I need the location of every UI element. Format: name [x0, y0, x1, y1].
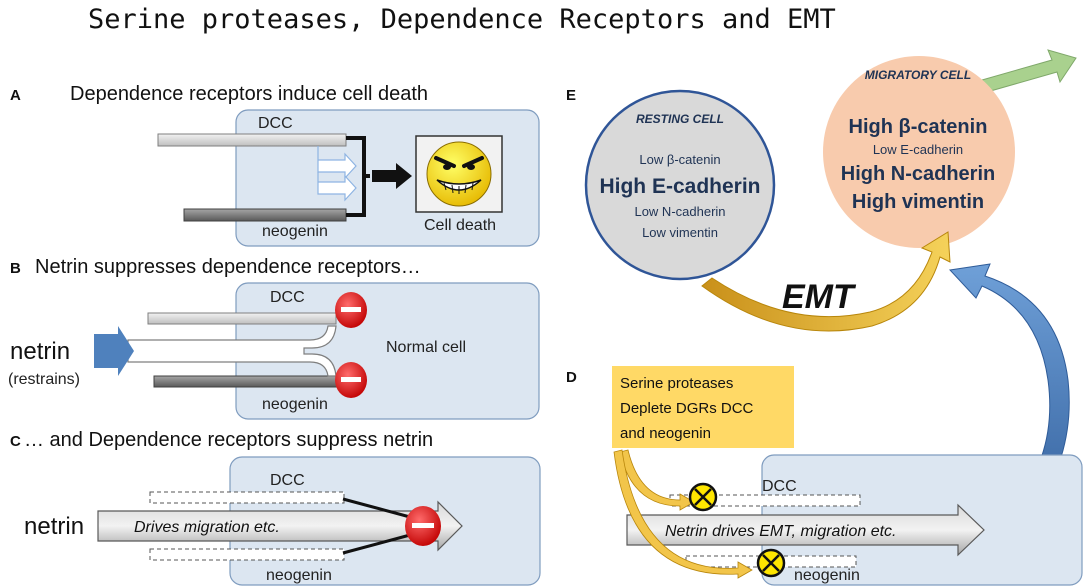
- protease-arrow-dcc: [619, 449, 695, 511]
- panel-d-dcc-label: DCC: [762, 478, 797, 495]
- panel-c-heading: … and Dependence receptors suppress netr…: [24, 429, 433, 451]
- migratory-cell-title: MIGRATORY CELL: [865, 68, 971, 82]
- panel-a-dcc-receptor: [157, 133, 347, 147]
- panel-d-dcc-receptor: [669, 494, 861, 507]
- panel-a-neogenin-receptor: [183, 208, 347, 222]
- panel-c-neogenin-inhibition-line: [342, 533, 411, 555]
- panel-a-heading: Dependence receptors induce cell death: [70, 83, 428, 105]
- panel-c-neogenin-label: neogenin: [266, 567, 332, 584]
- panel-b-neogenin-receptor: [153, 375, 339, 388]
- panel-c-netrin-label: netrin: [24, 513, 84, 540]
- panel-d-arrow-label: Netrin drives EMT, migration etc.: [665, 523, 896, 540]
- panel-c-migration-arrow: [97, 500, 463, 552]
- panel-b-restrains-label: (restrains): [8, 371, 80, 388]
- panel-d-neogenin-label: neogenin: [794, 567, 860, 584]
- panel-d-letter: D: [566, 369, 577, 386]
- panel-c-letter: C: [10, 433, 21, 450]
- panel-d-migration-arrow: [626, 503, 985, 557]
- panel-a: A Dependence receptors induce cell death…: [10, 83, 540, 247]
- panel-c: C … and Dependence receptors suppress ne…: [10, 429, 541, 586]
- panel-e: E MIGRATORY CELL High β-catenin Low E-ca…: [566, 49, 1077, 332]
- panel-b-dcc-receptor: [147, 312, 337, 325]
- dcc-blocked-icon: [688, 482, 718, 512]
- figure-title: Serine proteases, Dependence Receptors a…: [88, 4, 836, 35]
- panel-b-netrin-fork: [127, 325, 337, 377]
- panel-e-letter: E: [566, 87, 576, 104]
- panel-b-netrin-arrow: [94, 326, 134, 376]
- protease-box: [612, 366, 794, 448]
- emt-arrow: [701, 231, 951, 332]
- panel-a-outcome-label: Cell death: [424, 217, 496, 234]
- migratory-line-3: High N-cadherin: [841, 163, 995, 185]
- resting-cell: [584, 89, 776, 281]
- panel-c-neogenin-receptor: [149, 548, 345, 561]
- resting-line-2: High E-cadherin: [599, 175, 760, 198]
- angry-grin-face-icon: [415, 135, 503, 213]
- panel-b-cell-label: Normal cell: [386, 339, 466, 356]
- panel-b-neogenin-inhibitor: [335, 362, 367, 398]
- panel-c-dcc-label: DCC: [270, 472, 305, 489]
- panel-a-letter: A: [10, 87, 21, 104]
- migratory-line-4: High vimentin: [852, 191, 984, 213]
- panel-b-dcc-inhibitor: [335, 292, 367, 328]
- protease-arrow-neogenin: [613, 449, 753, 579]
- panel-b-neogenin-label: neogenin: [262, 396, 328, 413]
- resting-line-1: Low β-catenin: [639, 152, 720, 167]
- panel-c-dcc-receptor: [149, 491, 345, 504]
- neogenin-blocked-icon: [756, 548, 786, 578]
- panel-a-signal-arrow-lower: [317, 172, 357, 202]
- panel-c-dcc-inhibition-line: [342, 497, 411, 519]
- protease-box-line-1: Serine proteases: [620, 375, 733, 392]
- panel-c-inhibitor: [405, 506, 441, 546]
- emt-label: EMT: [782, 278, 857, 316]
- migratory-line-2: Low E-cadherin: [873, 142, 963, 157]
- panel-a-neogenin-label: neogenin: [262, 223, 328, 240]
- migratory-cell: [823, 56, 1015, 248]
- protease-box-line-2: Deplete DGRs DCC: [620, 400, 754, 417]
- panel-a-dcc-label: DCC: [258, 115, 293, 132]
- panel-b-letter: B: [10, 260, 21, 277]
- panel-b-dcc-label: DCC: [270, 289, 305, 306]
- resting-line-3: Low N-cadherin: [634, 204, 725, 219]
- panel-b: B Netrin suppresses dependence receptors…: [8, 256, 540, 420]
- panel-d: D Serine proteases Deplete DGRs DCC and …: [566, 366, 1083, 586]
- resting-line-4: Low vimentin: [642, 225, 718, 240]
- panel-a-death-arrow: [372, 163, 412, 189]
- migratory-line-1: High β-catenin: [849, 116, 988, 138]
- panel-b-heading: Netrin suppresses dependence receptors…: [35, 256, 421, 278]
- panel-a-signal-arrow-upper: [317, 146, 357, 180]
- panel-b-netrin-label: netrin: [10, 338, 70, 365]
- resting-cell-title: RESTING CELL: [636, 112, 724, 126]
- panel-c-arrow-label: Drives migration etc.: [134, 519, 280, 536]
- protease-box-line-3: and neogenin: [620, 425, 711, 442]
